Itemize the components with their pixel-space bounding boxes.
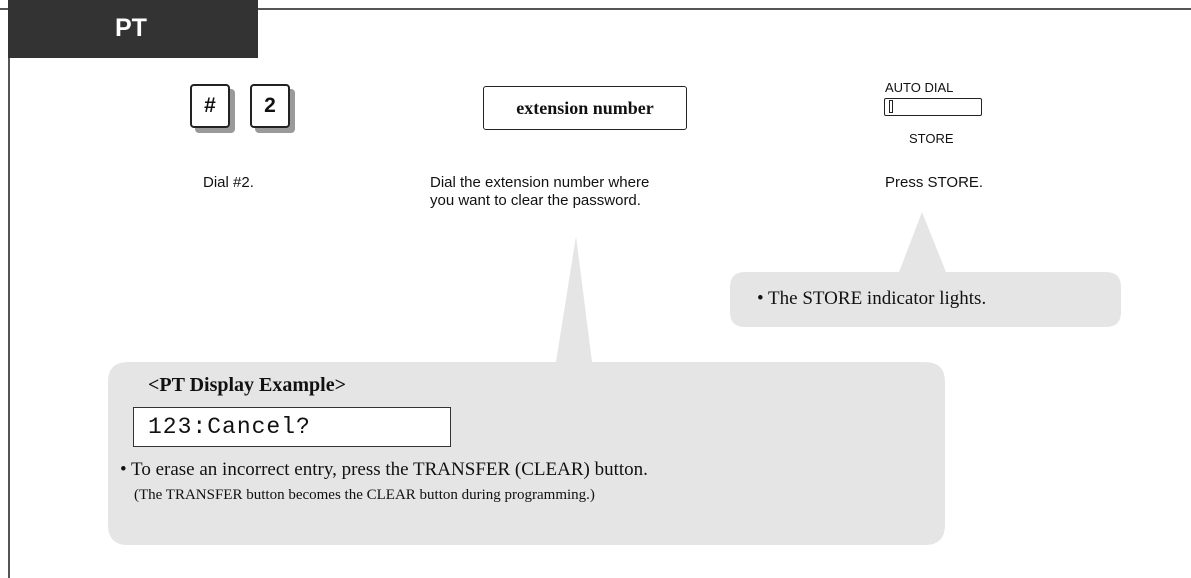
- transfer-clear-subnote: (The TRANSFER button becomes the CLEAR b…: [134, 487, 595, 503]
- two-key: 2: [250, 84, 290, 128]
- hash-key: #: [190, 84, 230, 128]
- store-button-icon: [884, 98, 982, 116]
- store-indicator-icon: [889, 100, 893, 113]
- extension-number-label: extension number: [516, 97, 654, 118]
- lcd-display: 123:Cancel?: [133, 407, 451, 447]
- frame-top-rule: [0, 8, 1191, 10]
- store-label: STORE: [909, 131, 954, 146]
- step2-caption-line-1: Dial the extension number where: [430, 174, 650, 191]
- step3-caption: Press STORE.: [885, 174, 984, 191]
- auto-dial-label: AUTO DIAL: [885, 80, 954, 95]
- display-example-bubble: [108, 236, 945, 545]
- store-indicator-note: • The STORE indicator lights.: [757, 288, 987, 309]
- step2-caption-line-2: you want to clear the password.: [430, 192, 641, 209]
- two-key-label: 2: [264, 94, 276, 117]
- pt-section-tab: PT: [8, 0, 258, 58]
- hash-key-label: #: [204, 94, 216, 117]
- store-note-bubble: [730, 212, 1121, 327]
- step1-caption: Dial #2.: [203, 174, 254, 191]
- frame-left-rule: [8, 8, 10, 578]
- step2-caption: Dial the extension number where you want…: [430, 174, 649, 210]
- erase-entry-note: • To erase an incorrect entry, press the…: [120, 459, 648, 480]
- display-example-title: <PT Display Example>: [148, 374, 347, 396]
- pt-tab-label: PT: [115, 14, 147, 42]
- extension-number-box: extension number: [483, 86, 687, 130]
